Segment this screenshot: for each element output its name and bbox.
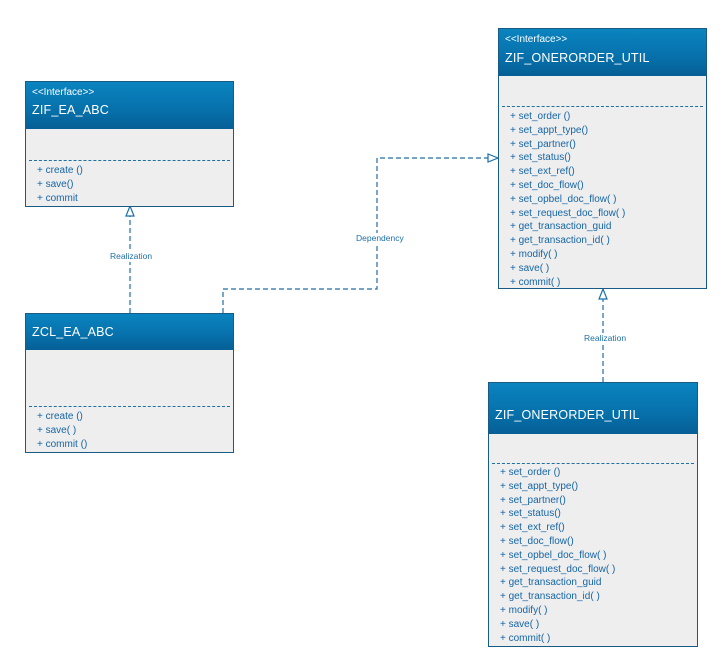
class-zif-onerorder-util-impl[interactable]: ZIF_ONERORDER_UTIL + set_order () + set_… [488, 382, 698, 647]
compartment-separator [29, 160, 230, 161]
dependency-label: Dependency [354, 233, 406, 244]
operation: + set_partner() [500, 494, 566, 506]
operation: + modify( ) [500, 604, 548, 616]
class-name: ZIF_ONERORDER_UTIL [505, 51, 650, 65]
operations-list: + set_order () + set_appt_type() + set_p… [500, 466, 615, 645]
class-header: <<Interface>> ZIF_EA_ABC [26, 82, 233, 129]
stereotype-label: <<Interface>> [505, 34, 568, 45]
class-header: ZCL_EA_ABC [26, 314, 233, 350]
operation: + create () [37, 165, 83, 176]
compartment-separator [29, 406, 230, 407]
realization-right-arrowhead [598, 287, 608, 300]
operation: + set_partner() [510, 138, 576, 150]
operation: + set_doc_flow() [500, 535, 574, 547]
operation: + commit () [37, 438, 88, 450]
dependency-line [222, 157, 490, 313]
realization-right-label: Realization [582, 333, 629, 344]
operation: + set_request_doc_flow( ) [500, 563, 616, 575]
operations-list: + create () + save( ) + commit () [37, 410, 87, 451]
class-zif-onerorder-util[interactable]: <<Interface>> ZIF_ONERORDER_UTIL + set_o… [498, 28, 707, 289]
class-name: ZIF_ONERORDER_UTIL [495, 408, 640, 422]
operation: + set_status() [500, 508, 561, 520]
operation: + get_transaction_guid [500, 577, 602, 589]
operation: + save( ) [500, 618, 540, 630]
realization-left-arrowhead [125, 204, 135, 217]
operation: + set_ext_ref() [500, 522, 565, 534]
operation: + get_transaction_guid [510, 221, 612, 233]
operation: + create () [37, 411, 83, 422]
operation: + set_request_doc_flow( ) [510, 207, 626, 219]
operation: + set_opbel_doc_flow( ) [510, 193, 617, 205]
operation: + save( ) [510, 262, 550, 274]
class-zcl-ea-abc[interactable]: ZCL_EA_ABC + create () + save( ) + commi… [25, 313, 234, 453]
operation: + set_opbel_doc_flow( ) [500, 549, 607, 561]
operation: + set_appt_type() [500, 480, 579, 492]
realization-left-label: Realization [108, 251, 155, 262]
operation: + set_doc_flow() [510, 179, 584, 191]
class-name: ZIF_EA_ABC [32, 103, 110, 117]
compartment-separator [502, 106, 703, 107]
dependency-arrowhead [487, 153, 500, 163]
class-header: <<Interface>> ZIF_ONERORDER_UTIL [499, 29, 706, 76]
operation: + set_order () [500, 467, 561, 478]
operation: + modify( ) [510, 248, 558, 260]
operation: + commit( ) [500, 632, 551, 644]
operation: + save() [37, 178, 74, 190]
operation: + commit( ) [510, 276, 561, 288]
operation: + get_transaction_id( ) [500, 591, 600, 603]
compartment-separator [492, 463, 694, 464]
operation: + set_appt_type() [510, 124, 589, 136]
operation: + save( ) [37, 424, 77, 436]
operation: + set_order () [510, 111, 571, 122]
class-zif-ea-abc[interactable]: <<Interface>> ZIF_EA_ABC + create () + s… [25, 81, 234, 207]
operations-list: + set_order () + set_appt_type() + set_p… [510, 110, 625, 289]
operations-list: + create () + save() + commit [37, 164, 83, 205]
operation: + get_transaction_id( ) [510, 235, 610, 247]
operation: + commit [37, 192, 78, 204]
operation: + set_ext_ref() [510, 166, 575, 178]
stereotype-label: <<Interface>> [32, 87, 95, 98]
class-header: ZIF_ONERORDER_UTIL [489, 383, 697, 434]
operation: + set_status() [510, 152, 571, 164]
class-name: ZCL_EA_ABC [32, 325, 114, 339]
